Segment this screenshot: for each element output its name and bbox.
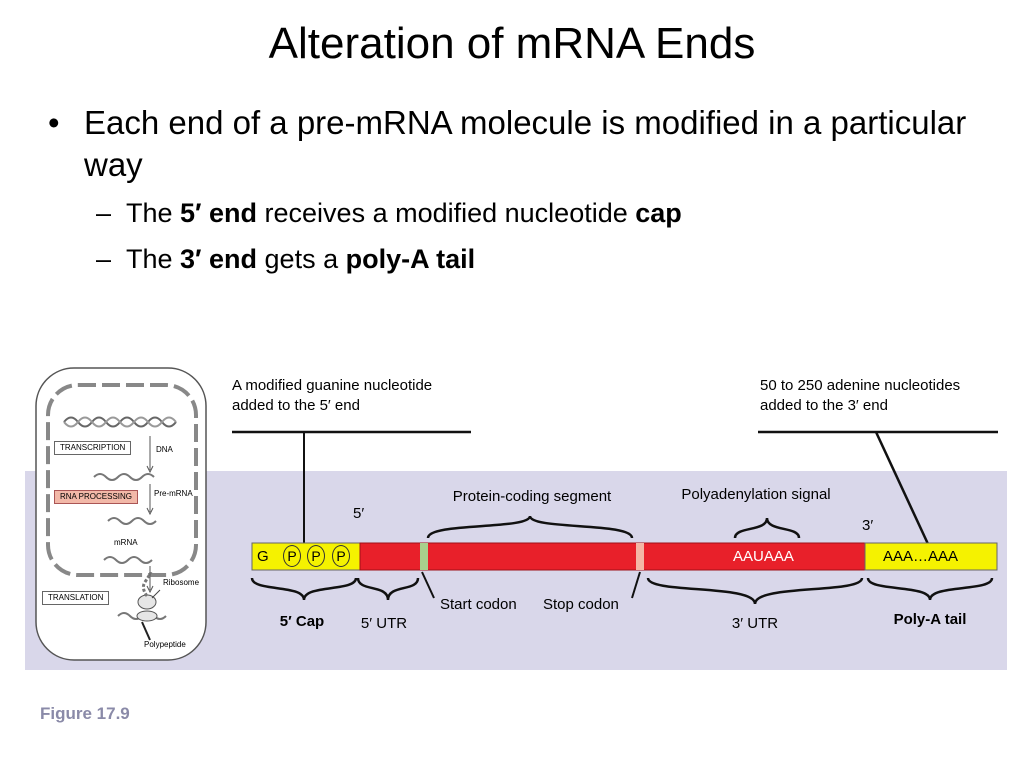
- sub-bullet-marker: –: [96, 198, 112, 228]
- sub1-pre: The: [126, 198, 181, 228]
- sub2-mid: gets a: [257, 244, 346, 274]
- label-aauaaa: AAUAAA: [733, 548, 794, 565]
- mrna-wave: [103, 556, 153, 564]
- bullet-main-text: Each end of a pre-mRNA molecule is modif…: [84, 104, 967, 183]
- guanine-g: G: [257, 548, 269, 565]
- label-protein-coding: Protein-coding segment: [452, 488, 612, 505]
- stage-transcription: TRANSCRIPTION: [54, 441, 132, 455]
- polypeptide-leader: [141, 621, 151, 641]
- brace-poly-a: [866, 577, 994, 601]
- bullet-list: • Each end of a pre-mRNA molecule is mod…: [48, 102, 998, 276]
- label-5-cap: 5′ Cap: [279, 613, 325, 630]
- sub-bullet-cap: – The 5′ end receives a modified nucleot…: [48, 196, 998, 230]
- tail-note: 50 to 250 adenine nucleotides added to t…: [760, 377, 961, 414]
- label-five-prime: 5′: [353, 505, 365, 522]
- brace-5utr: [356, 577, 420, 601]
- label-aaa: AAA…AAA: [883, 548, 959, 565]
- sub2-bold-tail: poly-A tail: [345, 244, 476, 274]
- label-three-prime: 3′: [862, 517, 874, 534]
- brace-protein-coding: [426, 515, 634, 539]
- coding-segment: [359, 542, 866, 571]
- nucleus-envelope: [46, 383, 198, 577]
- pre-mrna-wave-2: [107, 517, 157, 525]
- label-ribosome: Ribosome: [163, 578, 200, 587]
- phosphate-1: P: [283, 545, 301, 567]
- sub1-bold-cap: cap: [635, 198, 682, 228]
- label-dna: DNA: [156, 445, 173, 454]
- tail-pointer: [874, 431, 930, 545]
- stop-codon-marker: [636, 543, 644, 570]
- label-stop-codon: Stop codon: [543, 596, 619, 613]
- sub2-bold-end: 3′ end: [180, 244, 258, 274]
- phosphate-2: P: [307, 545, 325, 567]
- arrow-processing-head: [146, 507, 154, 516]
- pre-mrna-wave-1: [93, 473, 155, 481]
- cell-outline: [35, 367, 207, 661]
- sub2-pre: The: [126, 244, 181, 274]
- label-5-utr: 5′ UTR: [360, 615, 408, 632]
- bullet-main: • Each end of a pre-mRNA molecule is mod…: [48, 102, 998, 186]
- poly-a-segment: [864, 542, 998, 571]
- brace-3utr: [646, 577, 864, 605]
- ribosome-small-subunit: [136, 610, 158, 622]
- slide-title: Alteration of mRNA Ends: [268, 19, 756, 68]
- label-polypeptide: Polypeptide: [144, 640, 186, 649]
- start-codon-pointer: [421, 571, 435, 599]
- label-start-codon: Start codon: [440, 596, 517, 613]
- sub1-bold-end: 5′ end: [180, 198, 258, 228]
- sub1-mid: receives a modified nucleotide: [257, 198, 636, 228]
- phosphate-3: P: [332, 545, 350, 567]
- label-poly-a-tail: Poly-A tail: [893, 611, 967, 628]
- start-codon-marker: [420, 543, 428, 570]
- polypeptide-chain: [141, 571, 153, 597]
- brace-cap: [250, 577, 358, 601]
- dna-strand-b: [63, 416, 177, 428]
- brace-polyadenylation: [733, 517, 801, 539]
- cap-note: A modified guanine nucleotide added to t…: [232, 377, 433, 414]
- stage-translation: TRANSLATION: [42, 591, 110, 605]
- bullet-marker: •: [48, 104, 60, 141]
- label-pre-mrna: Pre-mRNA: [154, 489, 193, 498]
- arrow-transcription-head: [146, 465, 154, 474]
- arrow-translation-head: [146, 585, 154, 594]
- stage-rna-processing: RNA PROCESSING: [54, 490, 139, 504]
- label-3-utr: 3′ UTR: [731, 615, 779, 632]
- sub-bullet-tail: – The 3′ end gets a poly-A tail: [48, 242, 998, 276]
- ribosome-leader: [151, 589, 161, 599]
- label-mrna: mRNA: [114, 538, 138, 547]
- figure-label: Figure 17.9: [40, 704, 130, 723]
- label-polyadenylation: Polyadenylation signal: [681, 486, 831, 503]
- stop-codon-pointer: [631, 571, 641, 599]
- sub-bullet-marker: –: [96, 244, 112, 274]
